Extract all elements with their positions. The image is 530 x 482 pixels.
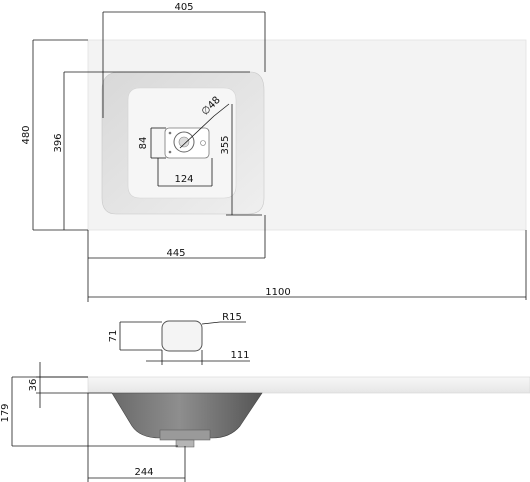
dim-label-396: 396: [53, 133, 64, 152]
dim-label-445: 445: [166, 248, 185, 259]
dim-label-124: 124: [174, 174, 193, 185]
dim-basin-right: 445: [87, 215, 266, 302]
dim-label-36: 36: [28, 379, 39, 392]
drain-inner: [178, 136, 190, 148]
dim-label-84: 84: [138, 137, 149, 150]
dim-label-111: 111: [230, 350, 249, 361]
dim-basin-depth: 396: [53, 71, 250, 230]
basin-section: [111, 392, 263, 439]
bolt-bottom: [168, 150, 172, 154]
dim-label-71: 71: [108, 330, 119, 343]
drain-fitting: [159, 429, 211, 441]
dim-inner-depth: 355: [220, 104, 262, 216]
bolt-top: [168, 131, 172, 135]
overflow-hole: [200, 140, 206, 146]
side-section: 36 179 244: [0, 362, 530, 482]
drain-waste: [175, 439, 195, 448]
countertop-section: [87, 376, 530, 394]
dim-drain-offset-y: 84: [138, 127, 166, 159]
dim-total-width: 1100: [88, 230, 527, 300]
dim-label-355: 355: [220, 135, 231, 154]
dim-basin-width: 405: [102, 2, 266, 118]
dim-label-1100: 1100: [265, 287, 290, 298]
dim-total-depth: 480: [21, 39, 88, 231]
dim-label-480: 480: [21, 125, 32, 144]
top-view: 405 480 396 355 ∅48: [21, 2, 527, 302]
dim-label-244: 244: [134, 467, 153, 478]
drain-detail-plate: [161, 320, 203, 352]
dim-drain-offset-x: 124: [157, 158, 213, 187]
detail-view: 71 R15 111: [108, 312, 250, 365]
dim-label-r15: R15: [222, 312, 242, 323]
dim-label-405: 405: [174, 2, 193, 13]
dim-label-179: 179: [0, 403, 11, 422]
